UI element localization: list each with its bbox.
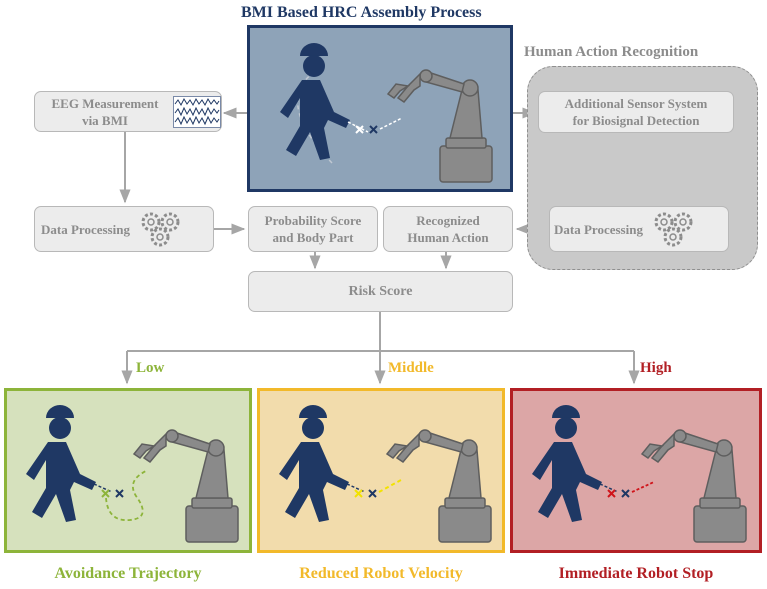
high-scene [532,405,747,543]
eeg-wave-icon [173,95,221,128]
worker-icon [26,405,96,522]
data-processing-right-box: Data Processing [549,206,729,252]
outcome-middle-caption: Reduced Robot Velocity [299,565,463,582]
robot-arm-icon [132,429,239,543]
risk-score-box: Risk Score [248,271,513,312]
har-title: Human Action Recognition [524,44,699,60]
target-cross-icon [355,125,378,134]
worker-icon [532,405,602,522]
eeg-measurement-label: EEG Measurement via BMI [51,95,159,128]
robot-arm-icon [386,69,493,183]
process-title: BMI Based HRC Assembly Process [241,4,482,21]
branch-high-label: High [640,360,672,376]
robot-arm-icon [640,429,747,543]
probability-score-box: Probability Score and Body Part [248,206,378,252]
worker-icon [280,43,350,160]
recognized-action-box: Recognized Human Action [383,206,513,252]
low-scene [26,405,239,543]
robot-arm-icon [385,429,492,543]
eeg-measurement-box: EEG Measurement via BMI [34,91,222,132]
target-cross-icon [101,489,124,498]
outcome-low-caption: Avoidance Trajectory [54,565,202,582]
worker-icon [279,405,349,522]
sensor-system-box: Additional Sensor System for Biosignal D… [538,91,734,133]
gear-icon [654,212,693,247]
data-processing-left-box: Data Processing [34,206,214,252]
outcome-high-caption: Immediate Robot Stop [558,565,714,582]
data-processing-right-label: Data Processing [554,221,643,237]
branch-middle-label: Middle [388,360,434,376]
middle-scene [279,405,492,543]
target-cross-icon [607,489,630,498]
data-processing-left-label: Data Processing [41,221,130,237]
gear-icon [141,212,180,247]
center-scene [280,43,493,183]
target-cross-icon [354,489,377,498]
branch-low-label: Low [136,360,165,376]
